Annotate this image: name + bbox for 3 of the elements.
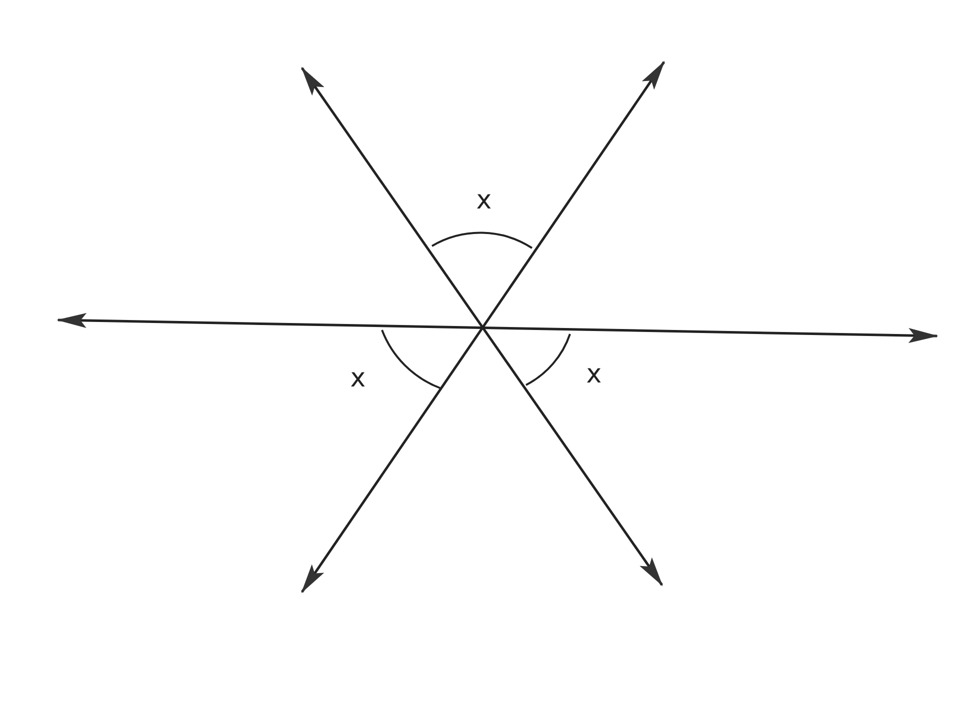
angle-label: x (350, 366, 366, 392)
angle-label: x (586, 362, 602, 388)
angle-label: x (476, 188, 492, 214)
